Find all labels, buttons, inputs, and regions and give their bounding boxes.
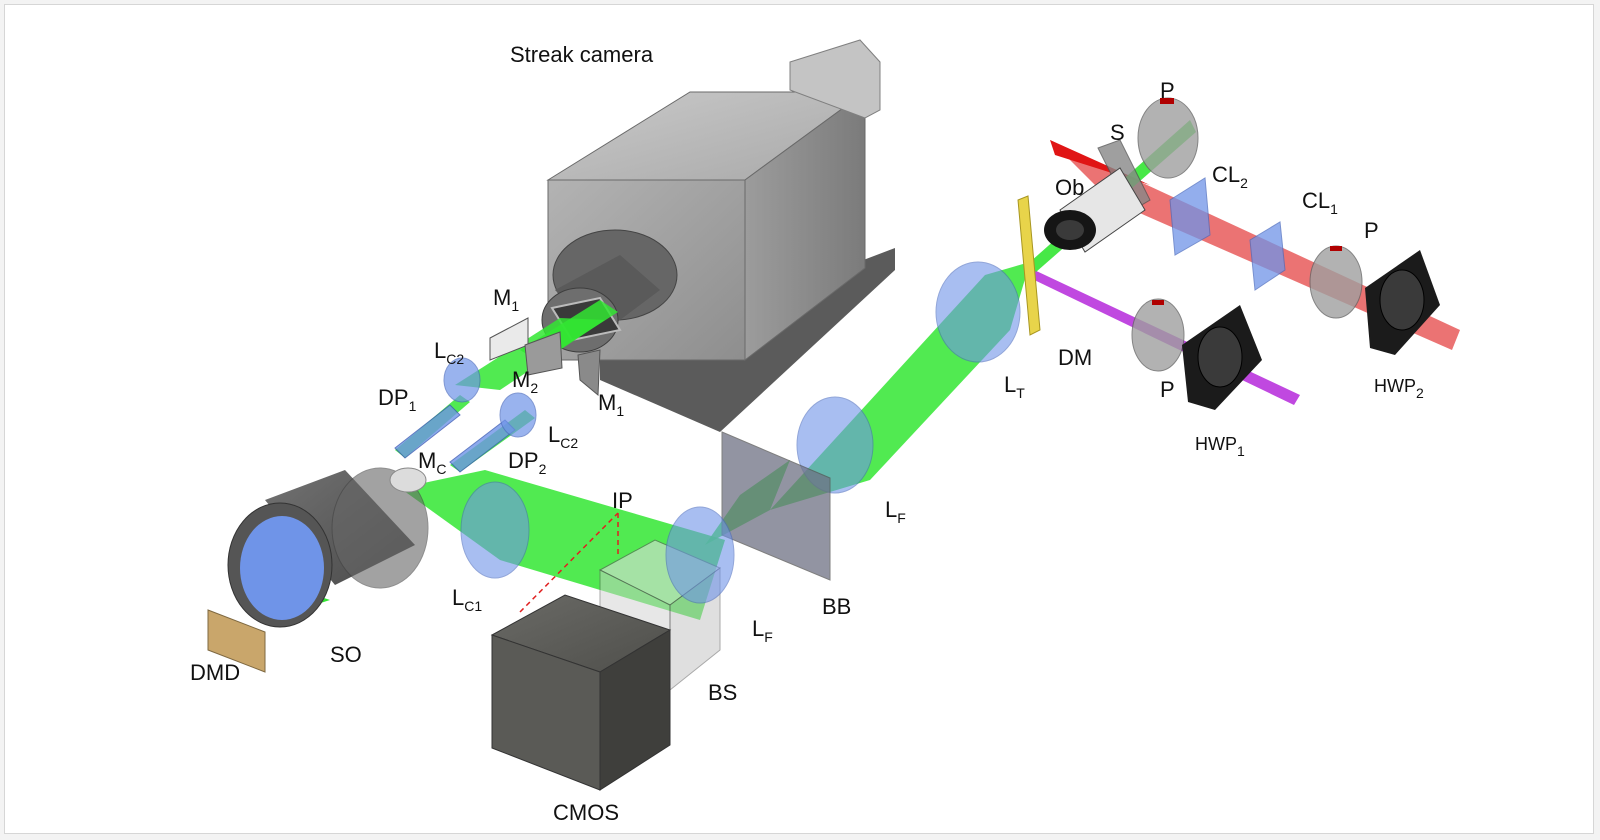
- scan-objective-so: [227, 467, 429, 628]
- mirror-m1-bottom: [577, 349, 601, 397]
- label-so: SO: [330, 642, 362, 667]
- label-p-top: P: [1160, 78, 1175, 103]
- tube-lens-lt: [935, 261, 1021, 363]
- label-hwp2: HWP2: [1374, 376, 1424, 401]
- label-cl2: CL2: [1212, 162, 1248, 191]
- label-m2: M2: [512, 367, 538, 396]
- cylindrical-lens-cl2: [1169, 177, 1211, 256]
- label-cmos: CMOS: [553, 800, 619, 825]
- cmos-camera: [490, 594, 672, 791]
- label-lf-right: LF: [885, 497, 906, 526]
- label-m1-top: M1: [493, 285, 519, 314]
- label-lf-bottom: LF: [752, 616, 773, 645]
- label-ip: IP: [612, 488, 633, 513]
- label-lc2-left: LC2: [434, 338, 464, 367]
- polarizer-middle: [1131, 298, 1185, 372]
- half-wave-plate-2: [1365, 250, 1440, 355]
- beam-block: [721, 431, 831, 581]
- label-lc1: LC1: [452, 585, 482, 614]
- polarizer-top: [1137, 97, 1199, 179]
- collection-lens-lc1: [460, 481, 530, 579]
- label-dp1: DP1: [378, 385, 417, 414]
- dove-prism-dp1: [394, 404, 461, 459]
- label-cl1: CL1: [1302, 188, 1338, 217]
- label-streak-camera: Streak camera: [510, 42, 654, 67]
- cylindrical-lens-cl1: [1249, 221, 1286, 291]
- label-dmd: DMD: [190, 660, 240, 685]
- label-dp2: DP2: [508, 448, 547, 477]
- field-lens-lf-bottom: [665, 506, 735, 604]
- label-m1-bottom: M1: [598, 390, 624, 419]
- label-hwp1: HWP1: [1195, 434, 1245, 459]
- label-p-right: P: [1364, 218, 1379, 243]
- streak-camera-back-box: [789, 39, 881, 119]
- polarizer-right: [1309, 245, 1363, 319]
- label-bs: BS: [708, 680, 737, 705]
- lens-lc2-left: [443, 357, 481, 403]
- mirror-m2: [524, 331, 563, 376]
- mirror-mc: [389, 467, 427, 493]
- label-s: S: [1110, 120, 1125, 145]
- dmd: [207, 609, 266, 673]
- label-bb: BB: [822, 594, 851, 619]
- component-labels: Streak camera P S Ob CL2 CL1 P M1 LC2 M2…: [190, 42, 1424, 825]
- lens-lc2-right: [499, 392, 537, 438]
- label-lc2-right: LC2: [548, 422, 578, 451]
- objective-ob: [1044, 167, 1146, 253]
- field-lens-lf-right: [796, 396, 874, 494]
- label-lt: LT: [1004, 372, 1025, 401]
- label-ob: Ob: [1055, 175, 1084, 200]
- half-wave-plate-1: [1182, 305, 1262, 410]
- streak-camera-side-face: [744, 91, 866, 362]
- label-p-mid: P: [1160, 377, 1175, 402]
- label-dm: DM: [1058, 345, 1092, 370]
- label-mc: MC: [418, 448, 446, 477]
- dichroic-mirror: [1017, 195, 1041, 336]
